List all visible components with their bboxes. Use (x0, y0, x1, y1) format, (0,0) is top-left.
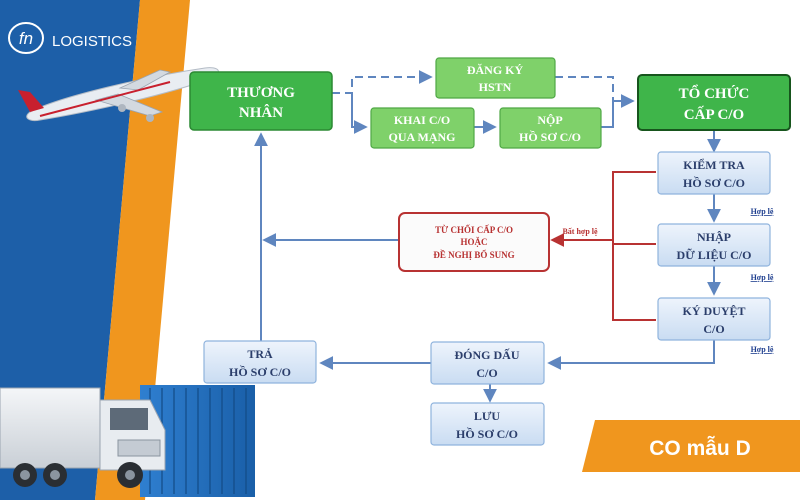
node-tu-choi-line1: TỪ CHỐI CẤP C/O (435, 225, 513, 235)
node-dong-dau: ĐÓNG DẤU C/O (430, 341, 545, 385)
label-hop-le-1: Hợp lệ (751, 207, 774, 216)
badge-co-mau-d: CO mẫu D (582, 420, 800, 472)
truck-icon (0, 387, 166, 488)
node-nop-ho-so: NỘP HỒ SƠ C/O (499, 107, 602, 149)
edges (254, 70, 721, 403)
node-ky-duyet: KÝ DUYỆT C/O (657, 297, 771, 341)
node-dang-ky-line2: HSTN (479, 80, 512, 94)
container-icon (140, 385, 255, 497)
node-luu-ho-so: LƯU HỒ SƠ C/O (430, 402, 545, 446)
edge-thuong-nhan-to-khai (351, 93, 368, 134)
node-kiem-tra: KIỂM TRA HỒ SƠ C/O (657, 151, 771, 195)
edge-thuong-nhan-to-dang-ky (332, 70, 433, 94)
node-dong-dau-line1: ĐÓNG DẤU (455, 347, 520, 362)
node-tu-choi: TỪ CHỐI CẤP C/O HOẶC ĐỀ NGHỊ BỔ SUNG (398, 212, 550, 272)
orange-band (95, 0, 190, 500)
logo-swoosh-icon (8, 22, 44, 54)
node-tra-line2: HỒ SƠ C/O (229, 364, 291, 379)
node-nop-ho-so-line1: NỘP (537, 113, 562, 127)
node-thuong-nhan-line1: THƯƠNG (227, 85, 295, 101)
label-bat-hop-le: Bất hợp lệ (562, 227, 598, 236)
node-dong-dau-line2: C/O (476, 366, 497, 380)
label-hop-le-2: Hợp lệ (751, 273, 774, 282)
node-luu-line2: HỒ SƠ C/O (456, 426, 518, 441)
node-to-chuc: TỔ CHỨC CẤP C/O (637, 74, 791, 131)
node-nhap-du-lieu: NHẬP DỮ LIỆU C/O (657, 223, 771, 267)
node-dang-ky: ĐĂNG KÝ HSTN (435, 57, 556, 99)
node-nop-ho-so-line2: HỒ SƠ C/O (519, 129, 581, 144)
node-tu-choi-line2: HOẶC (461, 237, 488, 247)
node-kiem-tra-line2: HỒ SƠ C/O (683, 175, 745, 190)
badge-text: CO mẫu D (649, 436, 751, 460)
node-tra-ho-so: TRẢ HỒ SƠ C/O (203, 340, 317, 384)
node-to-chuc-line1: TỔ CHỨC (679, 84, 750, 102)
node-ky-duyet-line2: C/O (703, 322, 724, 336)
node-kiem-tra-line1: KIỂM TRA (683, 157, 745, 172)
edge-dang-ky-to-to-chuc (555, 76, 614, 101)
edge-bat-hop-le (553, 171, 656, 321)
node-dang-ky-line1: ĐĂNG KÝ (467, 63, 524, 77)
node-tra-line1: TRẢ (247, 347, 273, 361)
node-ky-duyet-line1: KÝ DUYỆT (682, 304, 745, 318)
node-nhap-line2: DỮ LIỆU C/O (677, 248, 752, 262)
edge-nop-to-to-chuc (601, 94, 635, 128)
node-tu-choi-line3: ĐỀ NGHỊ BỔ SUNG (433, 250, 514, 260)
brand-logo: fn LOGISTICS (8, 22, 132, 54)
node-luu-line1: LƯU (474, 409, 501, 423)
logo-name: LOGISTICS (52, 33, 132, 50)
label-hop-le-3: Hợp lệ (751, 345, 774, 354)
node-thuong-nhan-line2: NHÂN (239, 104, 283, 121)
node-nhap-line1: NHẬP (697, 230, 731, 244)
node-to-chuc-line2: CẤP C/O (684, 106, 744, 123)
node-khai-co: KHAI C/O QUA MẠNG (370, 107, 475, 149)
blue-band (0, 0, 140, 500)
node-thuong-nhan: THƯƠNG NHÂN (189, 71, 333, 131)
logo-letters: fn (19, 29, 33, 48)
node-khai-co-line2: QUA MẠNG (389, 130, 456, 144)
node-khai-co-line1: KHAI C/O (394, 113, 450, 127)
edge-ky-duyet-to-dong-dau (547, 340, 715, 370)
airplane-icon (18, 67, 219, 122)
